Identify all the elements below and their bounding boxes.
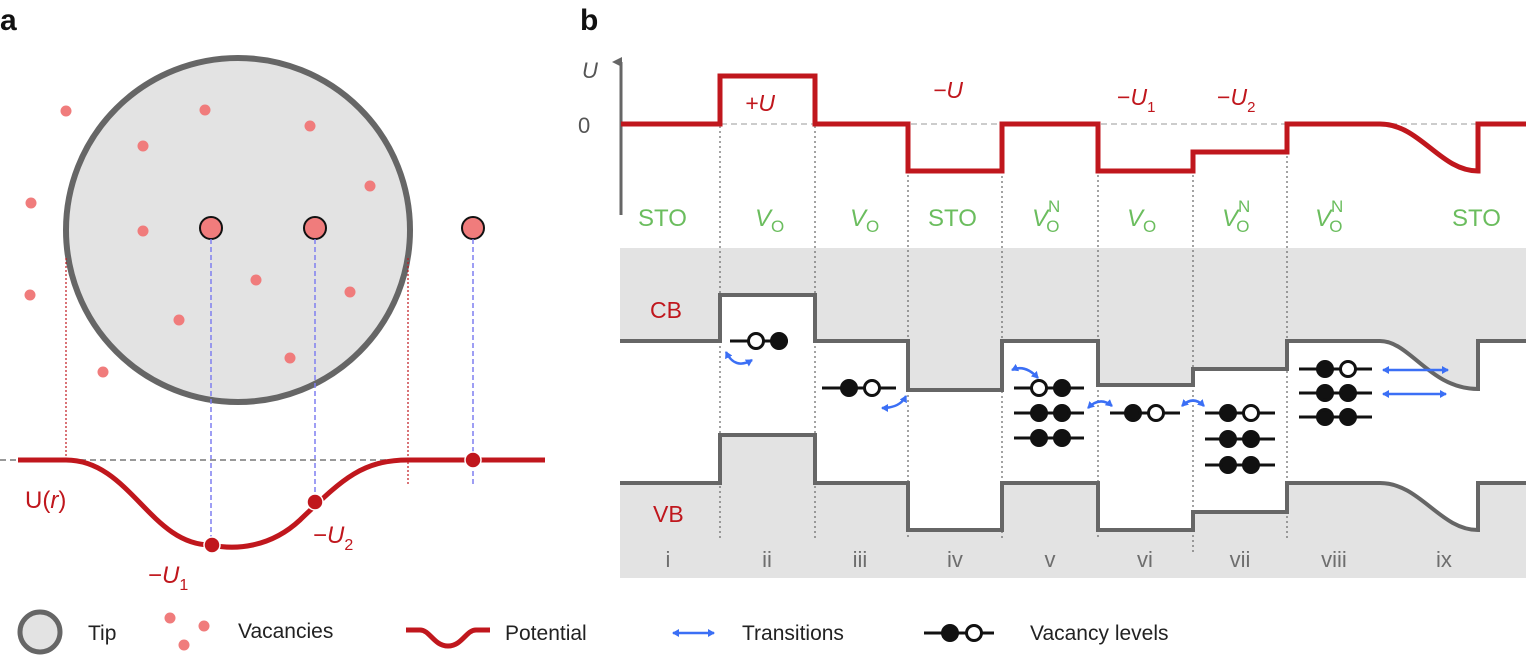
- material-label-ii: VO: [755, 205, 784, 236]
- plus-u-label: +U: [745, 90, 775, 116]
- tip-circle: [63, 55, 413, 405]
- legend-potential: Potential: [406, 622, 587, 649]
- legend-tip-icon: [17, 609, 63, 655]
- cb-edge: [620, 293, 1526, 392]
- material-label-iv: STO: [928, 205, 977, 232]
- potential-points: [203, 451, 482, 554]
- legend-transitions-label: Transitions: [742, 622, 844, 645]
- material-label-iii: VO: [850, 205, 879, 236]
- region-label-vii: vii: [1230, 547, 1251, 572]
- legend: Tip Vacancies Potential Transitions Vaca: [17, 609, 1169, 655]
- region-label-iv: iv: [947, 547, 963, 572]
- projection-lines: [210, 239, 474, 545]
- region-label-ix: ix: [1436, 547, 1452, 572]
- legend-vacancies-label: Vacancies: [238, 620, 333, 643]
- legend-vacancy-levels-icon: [924, 624, 994, 642]
- vacancy-levels: [730, 332, 1372, 474]
- panel-a: a: [0, 4, 545, 594]
- vb-label: VB: [653, 501, 684, 527]
- legend-tip-label: Tip: [88, 622, 116, 645]
- region-numerals: i ii iii iv v vi vii viii ix: [666, 547, 1452, 572]
- region-label-ii: ii: [762, 547, 772, 572]
- region-label-viii: viii: [1321, 547, 1347, 572]
- region-label-v: v: [1045, 547, 1056, 572]
- region-label-iii: iii: [853, 547, 868, 572]
- legend-vacancy-levels-label: Vacancy levels: [1030, 622, 1169, 645]
- legend-transitions: Transitions: [672, 622, 844, 645]
- region-label-vi: vi: [1137, 547, 1153, 572]
- legend-vacancies-icon: [164, 612, 210, 651]
- transition-arrows: [724, 351, 1449, 412]
- zero-label: 0: [578, 113, 590, 138]
- material-label-i: STO: [638, 205, 687, 232]
- legend-tip: Tip: [17, 609, 116, 655]
- minus-u1-label: −U1: [1117, 84, 1155, 116]
- u2-label-a: −U2: [313, 522, 353, 554]
- cb-label: CB: [650, 297, 682, 323]
- panel-b: b U 0 +U −U −U1 −U2: [578, 4, 1526, 578]
- region-separators: [719, 126, 1288, 555]
- legend-vacancy-levels: Vacancy levels: [924, 622, 1169, 645]
- legend-potential-icon: [406, 627, 490, 649]
- legend-vacancies: Vacancies: [164, 612, 333, 651]
- tip-edge-lines: [65, 258, 409, 485]
- potential-steps-b: [621, 73, 1526, 174]
- panel-a-label: a: [0, 4, 17, 37]
- region-label-i: i: [666, 547, 671, 572]
- minus-u2-label: −U2: [1217, 84, 1255, 116]
- vacancy-dots: [24, 104, 376, 378]
- potential-curve-a: [18, 457, 545, 550]
- material-label-vi: VO: [1127, 205, 1156, 236]
- legend-potential-label: Potential: [505, 622, 587, 645]
- minus-u-label: −U: [933, 77, 963, 103]
- potential-label-a: U(r): [25, 487, 66, 514]
- panel-b-label: b: [580, 4, 598, 37]
- material-label-ix: STO: [1452, 205, 1501, 232]
- u1-label-a: −U1: [148, 562, 188, 594]
- u-axis-label: U: [582, 58, 598, 83]
